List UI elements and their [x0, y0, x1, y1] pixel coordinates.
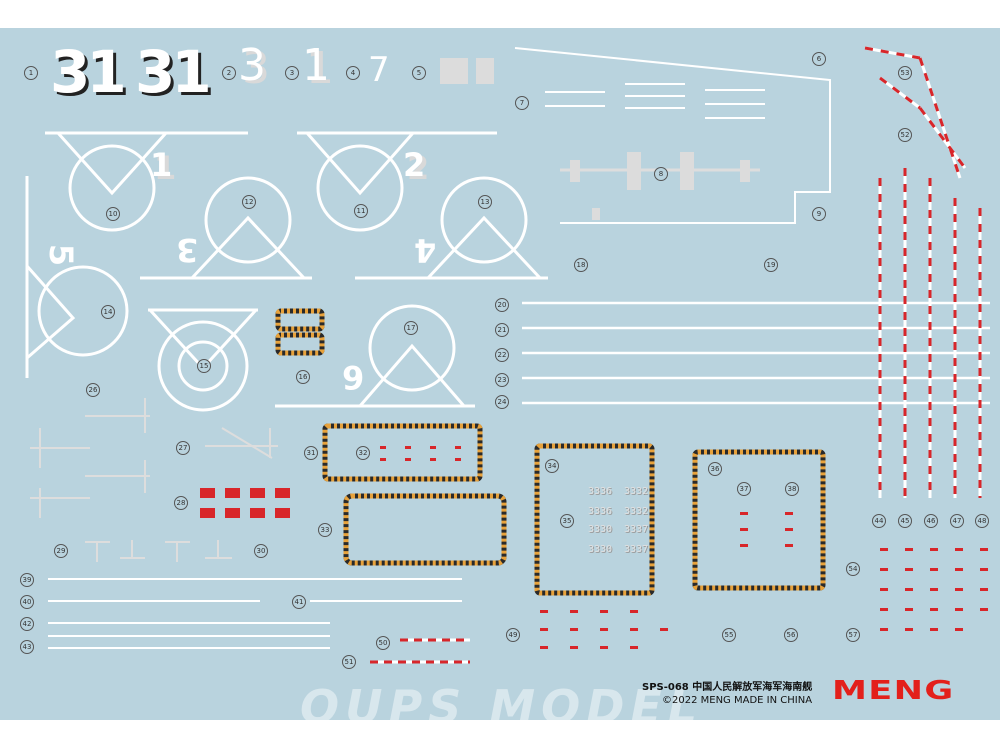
callout-number: 26 [86, 383, 100, 397]
callout-number: 38 [785, 482, 799, 496]
callout-number: 4 [346, 66, 360, 80]
callout-number: 27 [176, 441, 190, 455]
hull-code: 3336 [588, 486, 613, 497]
callout-number: 47 [950, 514, 964, 528]
callout-number: 2 [222, 66, 236, 80]
brand-logo: MENG [832, 676, 955, 706]
hull-code: 3330 [588, 544, 613, 555]
callout-number: 8 [654, 167, 668, 181]
callout-number: 54 [846, 562, 860, 576]
callout-number: 42 [20, 617, 34, 631]
hull-code: 3336 [588, 506, 613, 517]
callout-number: 39 [20, 573, 34, 587]
sheet-footer: SPS-068 中国人民解放军海军海南舰 ©2022 MENG MADE IN … [642, 676, 972, 716]
callout-number: 31 [304, 446, 318, 460]
hull-number-right: 31 [135, 38, 212, 106]
deck-marking-3: 3 [176, 231, 199, 269]
callout-number: 21 [495, 323, 509, 337]
callout-number: 53 [898, 66, 912, 80]
callout-number: 9 [812, 207, 826, 221]
callout-number: 35 [560, 514, 574, 528]
callout-number: 40 [20, 595, 34, 609]
callout-number: 19 [764, 258, 778, 272]
decal-artwork [25, 46, 990, 664]
deck-marking-6: 6 [342, 358, 365, 396]
callout-number: 10 [106, 207, 120, 221]
callout-number: 37 [737, 482, 751, 496]
callout-number: 43 [20, 640, 34, 654]
callout-number: 30 [254, 544, 268, 558]
callout-number: 13 [478, 195, 492, 209]
callout-number: 1 [24, 66, 38, 80]
callout-number: 48 [975, 514, 989, 528]
callout-number: 24 [495, 395, 509, 409]
callout-number: 49 [506, 628, 520, 642]
callout-number: 23 [495, 373, 509, 387]
callout-number: 20 [495, 298, 509, 312]
plain-number-7: 7 [368, 50, 390, 90]
decal-sheet: 31 31 3 1 7 1 2 3 4 5 6 3336 3332 3336 3… [0, 28, 1000, 720]
callout-number: 45 [898, 514, 912, 528]
callout-number: 36 [708, 462, 722, 476]
callout-number: 22 [495, 348, 509, 362]
deck-marking-2: 2 [403, 146, 426, 184]
callout-number: 55 [722, 628, 736, 642]
hull-code: 3332 [624, 486, 649, 497]
watermark: OUPS MODEL [300, 680, 704, 720]
callout-number: 46 [924, 514, 938, 528]
plain-number-1: 1 [302, 40, 330, 91]
callout-number: 44 [872, 514, 886, 528]
deck-marking-5: 5 [42, 243, 81, 267]
product-code: SPS-068 中国人民解放军海军海南舰 [642, 682, 813, 693]
callout-number: 12 [242, 195, 256, 209]
callout-number: 29 [54, 544, 68, 558]
callout-number: 33 [318, 523, 332, 537]
callout-number: 6 [812, 52, 826, 66]
callout-number: 16 [296, 370, 310, 384]
callout-number: 7 [515, 96, 529, 110]
callout-number: 57 [846, 628, 860, 642]
deck-marking-4: 4 [414, 231, 437, 269]
hull-code: 3337 [624, 544, 649, 555]
callout-number: 50 [376, 636, 390, 650]
callout-number: 11 [354, 204, 368, 218]
callout-number: 51 [342, 655, 356, 669]
hull-code: 3337 [624, 524, 649, 535]
callout-number: 28 [174, 496, 188, 510]
hull-code: 3330 [588, 524, 613, 535]
deck-marking-1: 1 [150, 146, 173, 184]
callout-number: 5 [412, 66, 426, 80]
callout-number: 34 [545, 459, 559, 473]
hull-number-left: 31 [50, 38, 127, 106]
copyright-credit: ©2022 MENG MADE IN CHINA [662, 695, 813, 706]
plain-number-3: 3 [238, 40, 266, 91]
callout-number: 15 [197, 359, 211, 373]
callout-number: 56 [784, 628, 798, 642]
callout-number: 41 [292, 595, 306, 609]
callout-number: 32 [356, 446, 370, 460]
callout-number: 14 [101, 305, 115, 319]
callout-number: 52 [898, 128, 912, 142]
callout-number: 3 [285, 66, 299, 80]
callout-number: 18 [574, 258, 588, 272]
hull-code: 3332 [624, 506, 649, 517]
callout-number: 17 [404, 321, 418, 335]
